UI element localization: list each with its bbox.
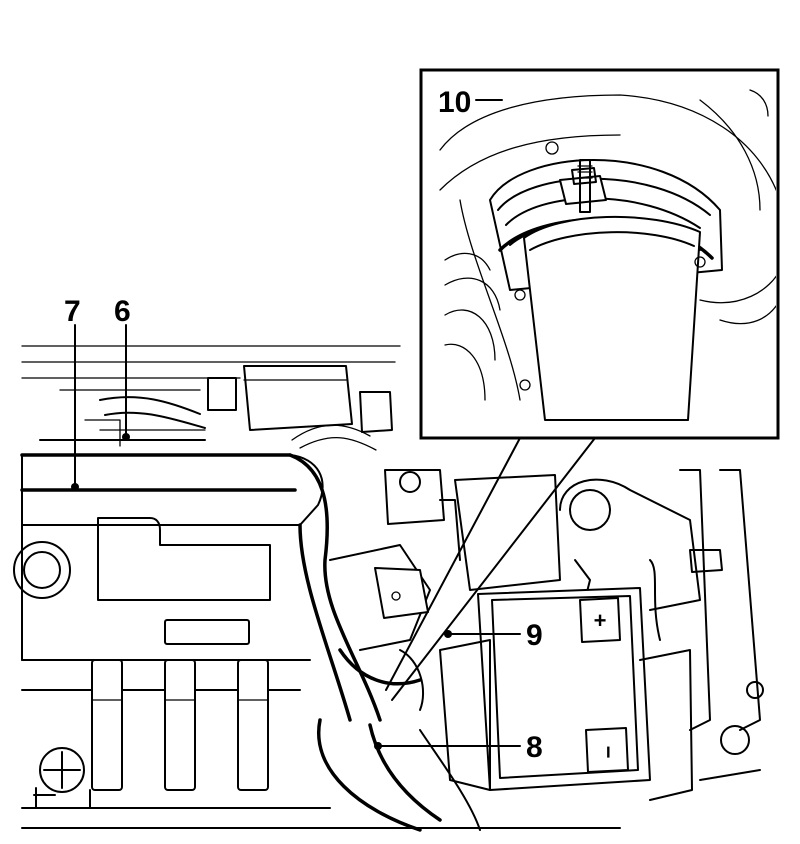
callout-6: 6	[114, 295, 131, 328]
callout-8: 8	[526, 731, 543, 764]
callout-10: 10	[438, 86, 471, 119]
leader-6-dot	[122, 433, 130, 441]
leader-7-dot	[71, 483, 79, 491]
inset-detail	[385, 68, 780, 701]
callout-9: 9	[526, 619, 543, 652]
callout-7: 7	[64, 295, 81, 328]
leader-9-dot	[444, 630, 452, 638]
battery-positive-symbol: +	[594, 608, 607, 633]
battery-case	[477, 587, 651, 791]
engine-bay: + −	[13, 345, 764, 832]
battery-negative-symbol: −	[596, 746, 621, 759]
callout-leaders	[71, 99, 521, 750]
leader-8-dot	[374, 742, 382, 750]
